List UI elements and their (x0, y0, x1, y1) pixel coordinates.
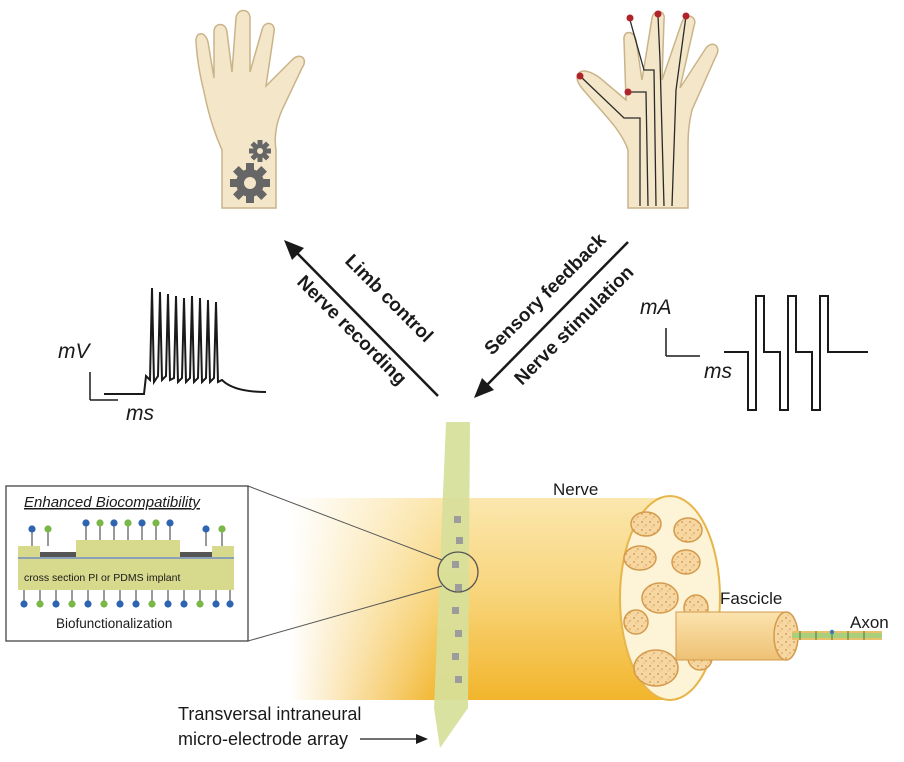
biofunctionalization-label: Biofunctionalization (56, 616, 172, 631)
nerve-illustration: Nerve Fascicle Axon (290, 480, 889, 701)
small-gear-icon (249, 140, 271, 162)
left-hand-shape (195, 9, 306, 209)
top-bead-row (31, 526, 223, 546)
ma-axis-label: mA (640, 296, 672, 319)
sensory-feedback-arrow (474, 241, 629, 398)
intraneural-implant (247, 422, 479, 748)
inset-title: Enhanced Biocompatibility (24, 494, 201, 511)
implant-substrate (18, 556, 234, 590)
array-caption: Transversal intraneural micro-electrode … (178, 704, 428, 749)
biphasic-pulses (724, 295, 868, 411)
array-caption-line2: micro-electrode array (178, 729, 348, 749)
axon (792, 629, 882, 640)
zoom-circle (437, 551, 479, 593)
nerve-stimulation-label: Nerve stimulation (511, 262, 639, 390)
fascicle-body (675, 611, 787, 661)
biocompatibility-inset: Enhanced Biocompatibility (5, 485, 249, 642)
recording-trace: mV ms (58, 287, 267, 425)
spike-train (104, 287, 267, 395)
bottom-bead-row (23, 590, 231, 601)
bottom-beads (20, 600, 234, 608)
nerve-fascicles (623, 511, 713, 687)
cross-section-label: cross section PI or PDMS implant (24, 572, 180, 584)
large-gear-icon (230, 163, 270, 203)
stimulation-trace: mA ms (640, 295, 868, 411)
right-hand-shape (576, 10, 719, 209)
implant-strip (434, 422, 470, 748)
sensor-wiring (579, 15, 687, 207)
nerve-label: Nerve (553, 480, 598, 499)
sensor-dots (576, 10, 690, 96)
ms-axis-label-left: ms (126, 402, 154, 425)
top-beads (28, 519, 226, 533)
left-hand-illustration (195, 9, 306, 209)
axon-label: Axon (850, 613, 889, 632)
fascicle-label: Fascicle (720, 589, 782, 608)
limb-control-arrow (284, 240, 439, 397)
right-hand-illustration (576, 10, 719, 209)
mv-axis-label: mV (58, 340, 91, 363)
caption-pointer-arrow (360, 734, 428, 744)
ms-axis-label-right: ms (704, 360, 732, 383)
electrode-sites (452, 516, 463, 683)
array-caption-line1: Transversal intraneural (178, 704, 361, 724)
